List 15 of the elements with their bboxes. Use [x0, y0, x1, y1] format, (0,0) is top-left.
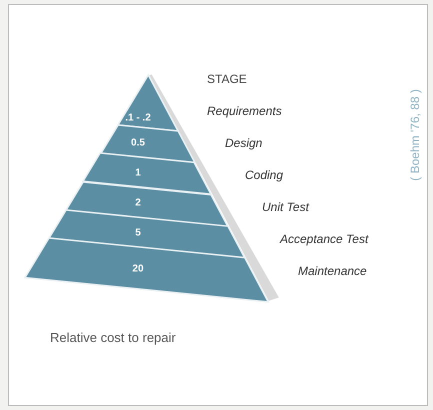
cost-value: 1 — [135, 167, 141, 178]
caption: Relative cost to repair — [50, 330, 176, 345]
stage-name: Acceptance Test — [280, 232, 368, 246]
stage-name: Requirements — [207, 104, 282, 118]
stage-header: STAGE — [207, 72, 247, 86]
cost-value: .1 - .2 — [125, 112, 151, 124]
stage-name: Maintenance — [298, 264, 367, 278]
citation: ( Boehm '76, 88 ) — [408, 89, 422, 181]
stage-name: Design — [225, 136, 262, 150]
cost-value: 20 — [132, 263, 144, 274]
cost-value: 2 — [135, 197, 141, 208]
cost-value: 5 — [135, 227, 141, 238]
cost-value: 0.5 — [131, 137, 145, 148]
stage-name: Coding — [245, 168, 284, 182]
stage-name: Unit Test — [262, 200, 309, 214]
